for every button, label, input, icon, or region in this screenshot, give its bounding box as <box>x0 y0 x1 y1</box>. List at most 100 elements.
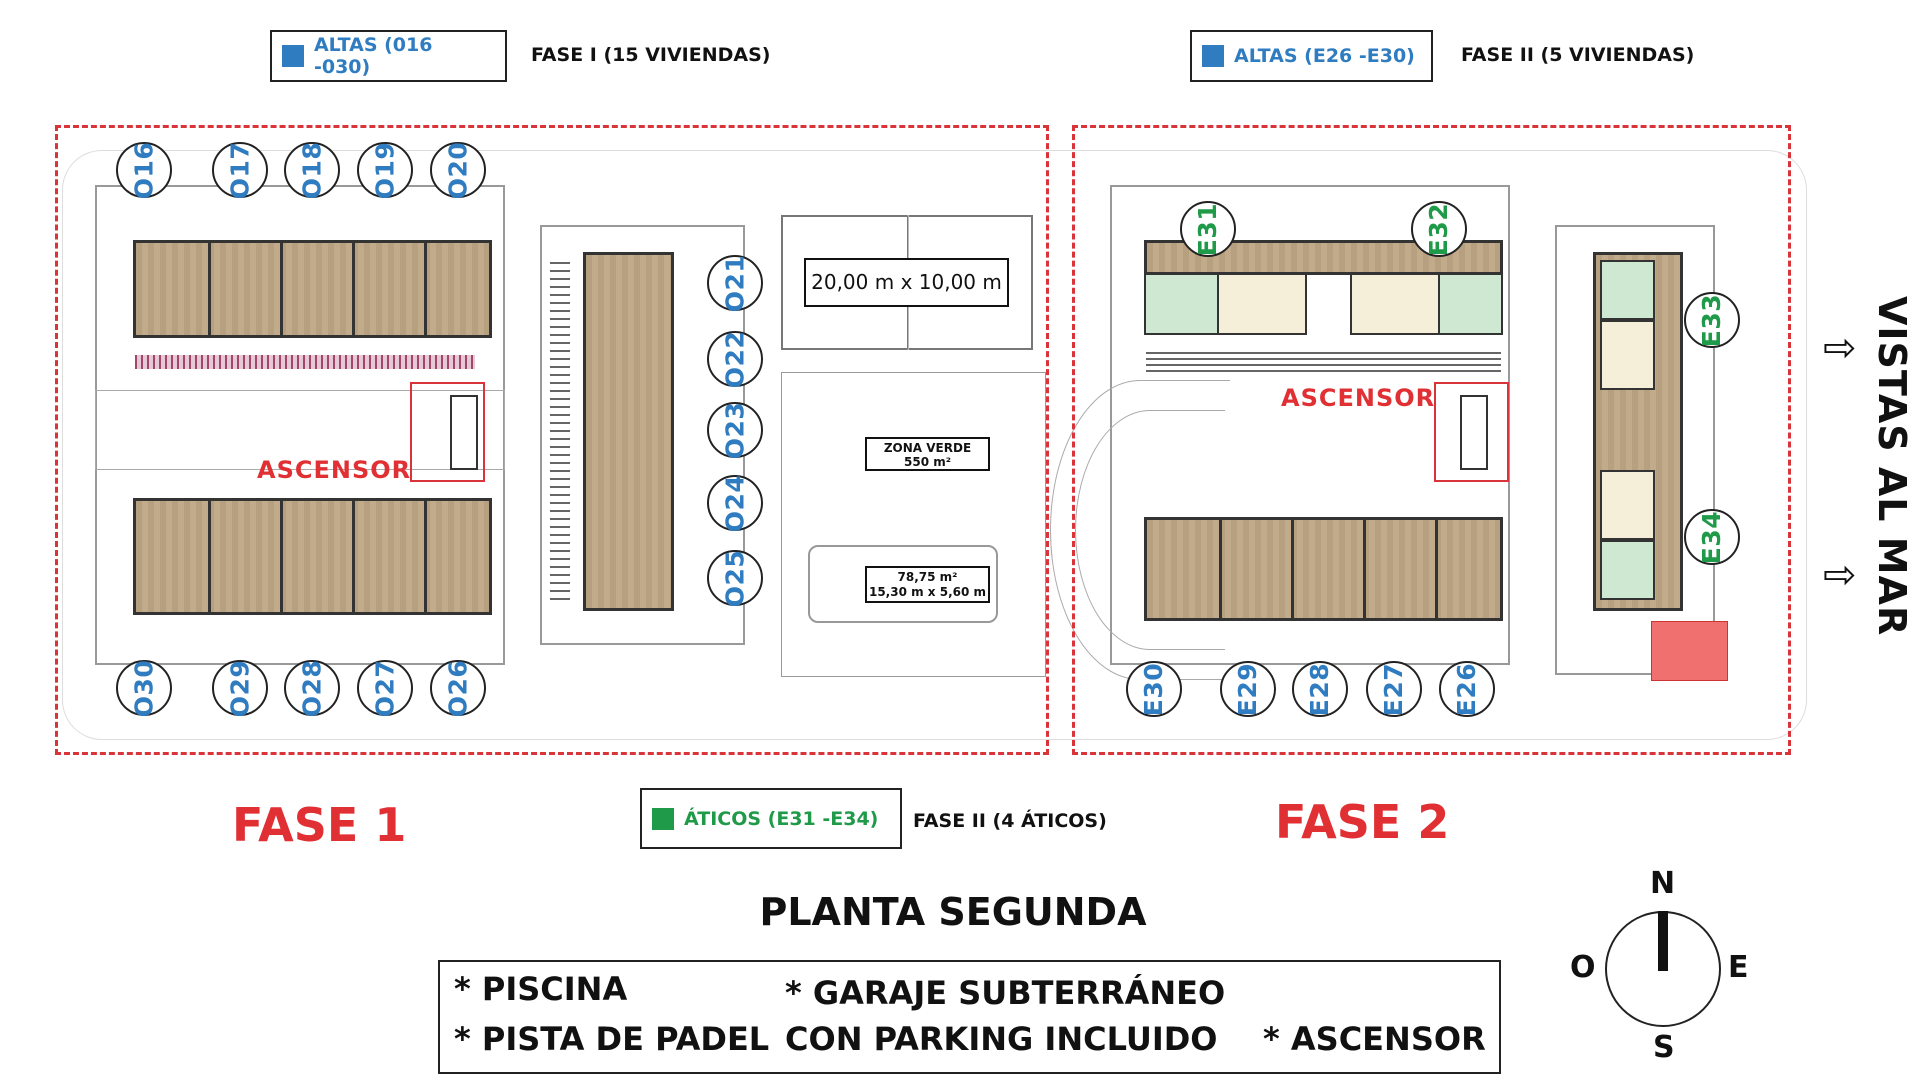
amenity-ascensor: * ASCENSOR <box>1263 1020 1486 1058</box>
unit-marker-o27[interactable]: O27 <box>357 659 413 717</box>
unit-marker-o20[interactable]: O20 <box>430 141 486 199</box>
unit-marker-o18[interactable]: O18 <box>284 141 340 199</box>
legend-altas-fase1: ALTAS (016 -030) <box>270 30 507 82</box>
unit-label: E27 <box>1379 662 1409 716</box>
unit-label: O27 <box>370 659 400 717</box>
fase1-boundary <box>55 125 1049 755</box>
ascensor-label: ASCENSOR <box>1281 384 1436 412</box>
unit-marker-e28[interactable]: E28 <box>1292 661 1348 717</box>
unit-marker-o30[interactable]: O30 <box>116 659 172 717</box>
site-outline <box>62 150 1807 740</box>
unit-marker-e26[interactable]: E26 <box>1439 661 1495 717</box>
unit-marker-o24[interactable]: O24 <box>707 474 763 532</box>
courtyard <box>95 390 505 470</box>
amenity-padel: * PISTA DE PADEL <box>454 1020 770 1058</box>
unit-marker-e32[interactable]: E32 <box>1411 201 1467 257</box>
unit-marker-e33[interactable]: E33 <box>1684 292 1740 348</box>
unit-marker-e27[interactable]: E27 <box>1366 661 1422 717</box>
green-swatch <box>652 807 674 830</box>
legend-label: ÁTICOS (E31 -E34) <box>684 807 879 830</box>
unit-label: O23 <box>720 401 750 459</box>
unit-label: O17 <box>225 141 255 199</box>
unit-marker-e31[interactable]: E31 <box>1180 201 1236 257</box>
unit-label: O20 <box>443 141 473 199</box>
units-column <box>583 252 674 611</box>
amenities-box: * PISCINA * PISTA DE PADEL * GARAJE SUBT… <box>438 960 1501 1074</box>
unit-marker-e30[interactable]: E30 <box>1126 661 1182 717</box>
unit-marker-o26[interactable]: O26 <box>430 659 486 717</box>
unit-label: O22 <box>720 330 750 388</box>
green-zone-area: 550 m² <box>904 455 951 469</box>
walkway <box>1146 350 1501 372</box>
unit-marker-o23[interactable]: O23 <box>707 401 763 459</box>
unit-marker-o19[interactable]: O19 <box>357 141 413 199</box>
green-zone-label: ZONA VERDE 550 m² <box>865 437 990 471</box>
unit-label: O21 <box>720 254 750 312</box>
fase2-title: FASE 2 <box>1275 795 1450 849</box>
unit-label: O18 <box>297 141 327 199</box>
atico-living <box>1600 470 1655 540</box>
legend-note: FASE II (5 VIVIENDAS) <box>1461 44 1695 66</box>
blue-swatch <box>1202 45 1224 67</box>
unit-label: E28 <box>1305 662 1335 716</box>
units-row-bottom <box>133 498 492 615</box>
unit-label: E30 <box>1139 662 1169 716</box>
unit-marker-o28[interactable]: O28 <box>284 659 340 717</box>
unit-label: O24 <box>720 474 750 532</box>
pool <box>808 545 998 623</box>
page-title: PLANTA SEGUNDA <box>759 890 1147 934</box>
amenity-garaje-parking: CON PARKING INCLUIDO <box>785 1020 1218 1058</box>
elevator-box <box>410 382 485 482</box>
fase1-title: FASE 1 <box>232 798 407 852</box>
unit-label: O28 <box>297 659 327 717</box>
ramp <box>1075 410 1225 650</box>
legend-altas-fase2: ALTAS (E26 -E30) <box>1190 30 1433 82</box>
unit-marker-o21[interactable]: O21 <box>707 254 763 312</box>
amenity-garaje: * GARAJE SUBTERRÁNEO <box>785 974 1226 1012</box>
balcony <box>135 355 475 369</box>
unit-label: O30 <box>129 659 159 717</box>
pool-area: 78,75 m² <box>897 570 958 584</box>
compass-east: E <box>1728 950 1749 985</box>
unit-marker-e34[interactable]: E34 <box>1684 509 1740 565</box>
unit-label: O29 <box>225 659 255 717</box>
unit-label: O26 <box>443 659 473 717</box>
units-row-top <box>133 240 492 338</box>
walkway <box>550 260 570 600</box>
legend-note: FASE I (15 VIVIENDAS) <box>531 44 771 66</box>
unit-label: E31 <box>1193 202 1223 256</box>
unit-marker-o17[interactable]: O17 <box>212 141 268 199</box>
elevator-shaft <box>1460 395 1488 470</box>
atico-room <box>1144 273 1219 335</box>
pool-dimensions: 15,30 m x 5,60 m <box>868 585 987 599</box>
unit-marker-e29[interactable]: E29 <box>1220 661 1276 717</box>
ascensor-label: ASCENSOR <box>257 456 412 484</box>
unit-marker-o25[interactable]: O25 <box>707 549 763 607</box>
legend-label: ALTAS (016 -030) <box>313 34 433 78</box>
unit-marker-o16[interactable]: O16 <box>116 141 172 199</box>
arrow-right-icon: ⇨ <box>1823 325 1857 371</box>
compass-north: N <box>1650 866 1676 901</box>
unit-label: E29 <box>1233 662 1263 716</box>
compass-needle <box>1658 911 1668 971</box>
elevator-shaft <box>450 395 478 470</box>
green-zone-title: ZONA VERDE <box>883 441 972 455</box>
unit-label: O19 <box>370 141 400 199</box>
atico-room <box>1600 540 1655 600</box>
unit-label: E34 <box>1697 510 1727 564</box>
atico-living <box>1350 273 1440 335</box>
arrow-right-icon: ⇨ <box>1823 552 1857 598</box>
pool-label: 78,75 m² 15,30 m x 5,60 m <box>865 566 990 603</box>
technical-room <box>1651 621 1728 681</box>
unit-marker-o29[interactable]: O29 <box>212 659 268 717</box>
legend-note: FASE II (4 ÁTICOS) <box>913 810 1107 832</box>
unit-label: E26 <box>1452 662 1482 716</box>
compass-south: S <box>1653 1030 1675 1065</box>
legend-aticos: ÁTICOS (E31 -E34) <box>640 788 902 849</box>
blue-swatch <box>282 45 304 67</box>
unit-marker-o22[interactable]: O22 <box>707 330 763 388</box>
amenity-piscina: * PISCINA <box>454 970 628 1008</box>
padel-dimensions: 20,00 m x 10,00 m <box>804 258 1009 307</box>
atico-room <box>1438 273 1503 335</box>
